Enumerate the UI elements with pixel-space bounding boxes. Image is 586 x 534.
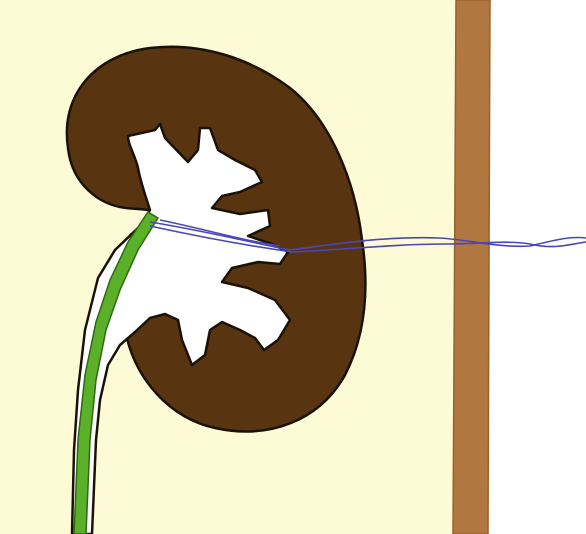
body-wall: [453, 0, 490, 534]
outside-body: [490, 0, 586, 534]
